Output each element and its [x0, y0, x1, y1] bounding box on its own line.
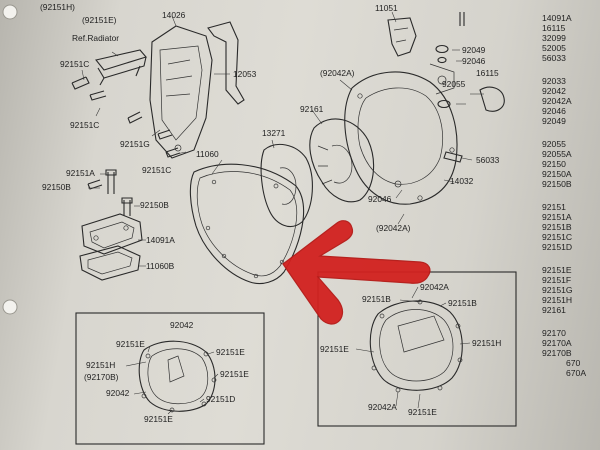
- parts-column-entry: 92151E: [542, 265, 572, 275]
- callout-92151C-a: 92151C: [60, 59, 89, 69]
- parts-column-entry: 92151G: [542, 285, 573, 295]
- inset2-92151E-a: 92151E: [320, 344, 349, 354]
- parts-column-entry: 92049: [542, 116, 566, 126]
- callout-ref-radiator: Ref.Radiator: [72, 33, 119, 43]
- callout-92046-b: 92046: [368, 194, 392, 204]
- callout-14026: 14026: [162, 10, 186, 20]
- radiator-bracket-part: [95, 49, 147, 86]
- callout-92055: 92055: [442, 79, 466, 89]
- inset1-92042: 92042: [170, 320, 194, 330]
- callout-92042A-b: (92042A): [376, 223, 411, 233]
- inset2-92151E-b: 92151E: [408, 407, 437, 417]
- callout-92042A-a: (92042A): [320, 68, 355, 78]
- binder-hole-top: [2, 4, 18, 20]
- inset1-92170B: (92170B): [84, 372, 119, 382]
- leader-lines: [81, 11, 484, 267]
- parts-column-entry: 92042A: [542, 96, 572, 106]
- cover-gasket-11060-part: [189, 163, 305, 285]
- inset1-92151E-c: 92151E: [220, 369, 249, 379]
- parts-column-entry: 92151F: [542, 275, 571, 285]
- callout-56033: 56033: [476, 155, 500, 165]
- parts-column-entry: 92042: [542, 86, 566, 96]
- inset-left-cover-part: [138, 340, 217, 413]
- parts-column-entry: 92161: [542, 305, 566, 315]
- parts-column-entry: 92151H: [542, 295, 572, 305]
- inset2-92151B-a: 92151B: [362, 294, 391, 304]
- callout-11060: 11060: [196, 149, 219, 159]
- callout-92151C-c: 92151C: [142, 165, 171, 175]
- inset1-92151D: 92151D: [206, 394, 235, 404]
- binder-hole-bottom: [2, 299, 18, 315]
- callout-labels: (92151H) (92151E) 14026 Ref.Radiator 120…: [40, 2, 501, 424]
- callout-92151G: 92151G: [120, 139, 150, 149]
- parts-column-entry: 92046: [542, 106, 566, 116]
- callout-92150B-b: 92150B: [140, 200, 169, 210]
- callout-11060B: 11060B: [146, 261, 175, 271]
- callout-13271: 13271: [262, 128, 286, 138]
- parts-column-entry: 92033: [542, 76, 566, 86]
- callout-92151A: 92151A: [66, 168, 95, 178]
- inset2-92042A-b: 92042A: [368, 402, 397, 412]
- parts-column-entry: 16115: [542, 23, 565, 33]
- parts-column-entry: 92151C: [542, 232, 572, 242]
- parts-column-entry: 92150A: [542, 169, 572, 179]
- parts-column-entry: 92151A: [542, 212, 572, 222]
- inset2-92042A: 92042A: [420, 282, 449, 292]
- inset1-92151E-d: 92151E: [144, 414, 173, 424]
- parts-column-entry: 92151D: [542, 242, 572, 252]
- parts-column-entry: 92055: [542, 139, 566, 149]
- callout-92151C-b: 92151C: [70, 120, 99, 130]
- parts-column-entry: 92150B: [542, 179, 572, 189]
- callout-92046-a: 92046: [462, 56, 486, 66]
- parts-column-entry: 92150: [542, 159, 566, 169]
- parts-column-entry: 32099: [542, 33, 566, 43]
- parts-column-entry: 52005: [542, 43, 566, 53]
- gasket-11060B-part: [79, 245, 141, 281]
- callout-92151H-top: (92151H): [40, 2, 75, 12]
- parts-column-entry: 92055A: [542, 149, 572, 159]
- parts-column-entry: 92151: [542, 202, 566, 212]
- inset1-92151E-a: 92151E: [116, 339, 145, 349]
- inset-box-left: [75, 312, 265, 445]
- parts-column-entry: 56033: [542, 53, 566, 63]
- small-parts-right-top: [435, 12, 505, 163]
- chain-guide-12053-part: [207, 21, 245, 105]
- sprocket-cover-part: [149, 25, 213, 159]
- parts-column-entry: 670: [566, 358, 581, 368]
- damper-92161-part: [309, 118, 375, 203]
- callout-92150B-a: 92150B: [42, 182, 71, 192]
- callout-16115: 16115: [476, 68, 499, 78]
- callout-11051: 11051: [375, 3, 398, 13]
- inset2-92151H: 92151H: [472, 338, 501, 348]
- callout-14091A: 14091A: [146, 235, 175, 245]
- inset1-92151E-b: 92151E: [216, 347, 245, 357]
- inset1-92042-b: 92042: [106, 388, 130, 398]
- plate-13271-part: [260, 143, 313, 227]
- inset2-92151B-b: 92151B: [448, 298, 477, 308]
- parts-column-entry: 92170A: [542, 338, 572, 348]
- inset-leader-lines: [125, 286, 471, 415]
- callout-92161: 92161: [300, 104, 324, 114]
- clutch-cover-14032-part: [344, 63, 458, 205]
- parts-number-column: 14091A1611532099520055603392033920429204…: [542, 13, 586, 378]
- inset-right-cover-part: [369, 299, 463, 393]
- bolt-group-left: [71, 76, 181, 216]
- callout-92151E-top: (92151E): [82, 15, 117, 25]
- parts-column-entry: 92151B: [542, 222, 572, 232]
- bracket-11051-part: [387, 17, 417, 57]
- parts-column-entry: 14091A: [542, 13, 572, 23]
- callout-92049: 92049: [462, 45, 486, 55]
- parts-column-entry: 670A: [566, 368, 586, 378]
- callout-14032: 14032: [450, 176, 474, 186]
- inset1-92151H: 92151H: [86, 360, 115, 370]
- parts-column-entry: 92170B: [542, 348, 572, 358]
- red-pointer-arrow: [282, 220, 431, 325]
- parts-column-entry: 92170: [542, 328, 566, 338]
- callout-12053: 12053: [233, 69, 257, 79]
